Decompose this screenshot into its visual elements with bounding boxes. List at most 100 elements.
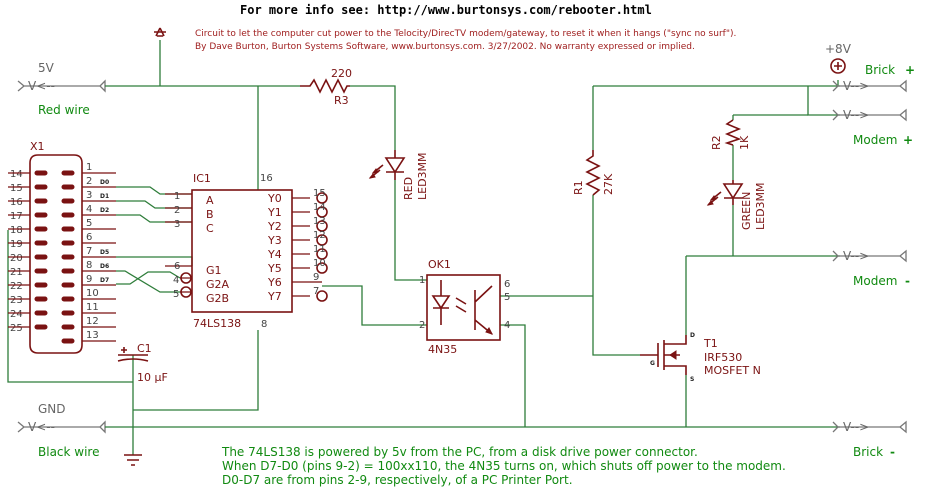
x1-right-pin-0: 1 (86, 162, 92, 173)
terminal-5v: 5V V<-- Red wire (17, 61, 106, 117)
ic1-output-5: Y5 (267, 262, 282, 275)
svg-text:V-->: V--> (843, 108, 869, 122)
x1-right-pin-4: 5 (86, 218, 92, 229)
ic1-output-1: Y1 (267, 206, 282, 219)
svg-text:5: 5 (504, 292, 510, 303)
svg-text:A: A (206, 194, 214, 207)
svg-text:2: 2 (174, 205, 180, 216)
svg-text:D2: D2 (100, 207, 109, 214)
ic1-output-pin-2: 13 (313, 216, 326, 227)
plus8v-supply: +8V (825, 42, 852, 74)
terminal-5v-label: 5V (38, 61, 55, 75)
svg-text:S: S (690, 376, 694, 383)
svg-text:D5: D5 (100, 249, 109, 256)
optocoupler-ok1: OK1 4N35 1 2 6 5 4 (419, 258, 510, 356)
ground-symbol-bottom (124, 454, 142, 466)
svg-text:IRF530: IRF530 (704, 351, 742, 364)
x1-left-pin-6: 20 (10, 253, 23, 264)
x1-right-pin-11: 12 (86, 316, 99, 327)
svg-text:1: 1 (174, 191, 180, 202)
svg-text:16: 16 (260, 173, 273, 184)
x1-left-pin-1: 15 (10, 183, 23, 194)
svg-text:G2B: G2B (206, 292, 229, 305)
x1-right-pin-3: 4 (86, 204, 92, 215)
x1-right-pin-12: 13 (86, 330, 99, 341)
ic1-decoder: IC1 74LS138 16 8 A B C G1 G2A G2B 1 2 3 … (165, 172, 328, 330)
svg-text:C: C (206, 222, 214, 235)
capacitor-c1: C1 10 µF (117, 342, 168, 384)
header-description-1: Circuit to let the computer cut power to… (195, 29, 736, 39)
modem-plus-label: Modem (853, 133, 897, 147)
resistor-r1: R1 27K (572, 150, 615, 196)
svg-text:D: D (690, 332, 695, 339)
terminal-brick-minus: V--> Brick - (832, 420, 907, 459)
svg-text:-: - (905, 274, 910, 288)
terminal-gnd-conn: V<-- (28, 420, 55, 434)
svg-text:T1: T1 (703, 337, 718, 350)
modem-minus-label: Modem (853, 274, 897, 288)
header-description-2: By Dave Burton, Burton Systems Software,… (195, 42, 695, 52)
terminal-modem-plus: V--> Modem + (832, 108, 913, 147)
x1-left-pin-4: 18 (10, 225, 23, 236)
x1-right-pin-10: 11 (86, 302, 99, 313)
svg-text:D7: D7 (100, 277, 109, 284)
svg-text:R1: R1 (572, 180, 585, 195)
svg-text:G: G (650, 360, 655, 367)
svg-text:10 µF: 10 µF (137, 371, 168, 384)
red-wire-label: Red wire (38, 103, 90, 117)
black-wire-label: Black wire (38, 445, 99, 459)
mosfet-t1: D G S T1 IRF530 MOSFET N (640, 332, 761, 383)
ic1-output-pin-4: 11 (313, 244, 326, 255)
ic1-output-4: Y4 (267, 248, 282, 261)
footer-line-1: The 74LS138 is powered by 5v from the PC… (221, 445, 698, 459)
x1-right-pin-6: 7 (86, 246, 92, 257)
x1-left-pin-9: 23 (10, 295, 23, 306)
ic1-name: IC1 (193, 172, 211, 185)
svg-text:D0: D0 (100, 179, 109, 186)
brick-plus-label: Brick (865, 63, 895, 77)
ic1-output-pin-5: 10 (313, 258, 326, 269)
svg-text:5: 5 (173, 289, 179, 300)
x1-right-pin-8: 9 (86, 274, 92, 285)
svg-text:V-->: V--> (843, 249, 869, 263)
svg-text:R2: R2 (710, 135, 723, 150)
ic1-output-pin-1: 14 (313, 202, 326, 213)
svg-text:8: 8 (261, 319, 267, 330)
led-red: RED LED3MM (368, 150, 429, 200)
x1-left-pin-7: 21 (10, 267, 23, 278)
footer-line-3: D0-D7 are from pins 2-9, respectively, o… (222, 473, 573, 487)
svg-text:V-->: V--> (843, 79, 869, 93)
svg-text:4: 4 (173, 275, 179, 286)
svg-text:+: + (903, 133, 913, 147)
x1-right-pin-7: 8 (86, 260, 92, 271)
resistor-r3: 220 R3 (300, 67, 352, 107)
ic1-output-6: Y6 (267, 276, 282, 289)
x1-right-pin-2: 3 (86, 190, 92, 201)
svg-text:B: B (206, 208, 214, 221)
svg-text:D6: D6 (100, 263, 109, 270)
ground-symbol-top (154, 27, 166, 37)
ic1-output-3: Y3 (267, 234, 282, 247)
terminal-brick-plus: V--> Brick + (832, 63, 915, 93)
plus8v-label: +8V (825, 42, 852, 56)
ic1-output-7: Y7 (267, 290, 282, 303)
terminal-modem-minus: V--> Modem - (832, 249, 910, 288)
x1-left-pin-3: 17 (10, 211, 23, 222)
svg-text:GREEN: GREEN (740, 192, 753, 230)
header-url: For more info see: http://www.burtonsys.… (240, 3, 652, 17)
svg-text:OK1: OK1 (428, 258, 451, 271)
x1-right-pin-1: 2 (86, 176, 92, 187)
svg-text:+: + (905, 63, 915, 77)
x1-label: X1 (30, 140, 45, 153)
x1-right-pin-9: 10 (86, 288, 99, 299)
ic1-part: 74LS138 (193, 317, 241, 330)
terminal-gnd: GND V<-- Black wire (17, 402, 106, 459)
svg-text:4N35: 4N35 (428, 343, 457, 356)
x1-left-pin-11: 25 (10, 323, 23, 334)
wires (7, 40, 840, 455)
svg-text:D1: D1 (100, 193, 109, 200)
svg-text:1K: 1K (738, 135, 751, 150)
